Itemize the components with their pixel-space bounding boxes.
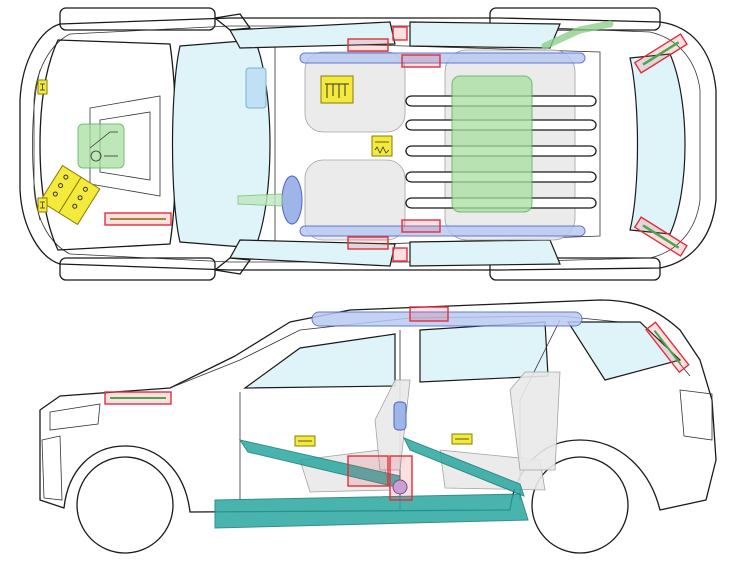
airbag-module-rear-left bbox=[633, 33, 688, 74]
window-left-rear bbox=[409, 21, 561, 49]
headlight-side bbox=[49, 403, 101, 431]
body-inner-line bbox=[33, 25, 701, 263]
fuse-icon bbox=[37, 197, 48, 213]
tire-rear-right bbox=[489, 257, 661, 281]
door-sensor-front bbox=[294, 435, 316, 447]
rocker-panel bbox=[214, 493, 529, 529]
window-right-front bbox=[229, 239, 396, 267]
window-front-side bbox=[243, 333, 396, 389]
curtain-airbag-right bbox=[299, 225, 586, 237]
buckle-sensor bbox=[392, 479, 408, 495]
airbag-module-roof-side bbox=[409, 306, 449, 322]
airbag-module-seat-right bbox=[347, 236, 389, 250]
occupant-sensor bbox=[320, 75, 354, 104]
top-view bbox=[19, 7, 717, 281]
grille-side bbox=[41, 435, 63, 501]
curtain-airbag-side bbox=[311, 311, 583, 327]
wheel-rear bbox=[531, 456, 629, 554]
seatbelt-pretensioner-rear bbox=[402, 437, 525, 497]
side-view bbox=[39, 299, 717, 554]
fuel-filler-tube bbox=[541, 20, 614, 50]
door-sensor-rear bbox=[451, 433, 473, 445]
seat-front-right bbox=[304, 159, 406, 241]
body-outline-side bbox=[39, 299, 717, 513]
airbag-module-roof-right bbox=[401, 219, 441, 233]
engine-control-module bbox=[77, 123, 125, 169]
taillight-side bbox=[679, 389, 713, 441]
spring-sensor-icon bbox=[371, 135, 393, 157]
mirror-left bbox=[214, 13, 251, 31]
airbag-module-rear-right bbox=[633, 216, 688, 257]
airbag-module-roof-left bbox=[401, 54, 441, 68]
steering-column-sensor bbox=[245, 67, 267, 109]
battery-icon bbox=[39, 164, 101, 226]
window-right-rear bbox=[409, 239, 561, 267]
steering-wheel-airbag bbox=[281, 175, 303, 225]
body-outline-top bbox=[19, 17, 717, 271]
airbag-module-b-pillar-left bbox=[392, 26, 408, 41]
wheel-front bbox=[76, 456, 174, 554]
fuse-icon bbox=[37, 79, 48, 95]
mirror-right bbox=[214, 257, 251, 275]
airbag-module-b-pillar-right bbox=[392, 247, 408, 262]
airbag-module-seat-left bbox=[347, 38, 389, 52]
airbag-module-rear-side bbox=[645, 321, 690, 374]
steering-column bbox=[237, 193, 283, 207]
airbag-module-seat-side bbox=[347, 455, 389, 487]
floor-sensor-mat bbox=[451, 75, 533, 213]
curtain-airbag-left bbox=[299, 52, 586, 64]
grille-line bbox=[32, 69, 41, 221]
connector-icon bbox=[89, 131, 118, 162]
side-impact-sensor bbox=[393, 401, 407, 431]
window-left-front bbox=[229, 21, 396, 49]
rear-glass-top bbox=[629, 53, 686, 235]
seat-front-left bbox=[304, 51, 406, 133]
seat-back-rear-side bbox=[509, 371, 561, 471]
